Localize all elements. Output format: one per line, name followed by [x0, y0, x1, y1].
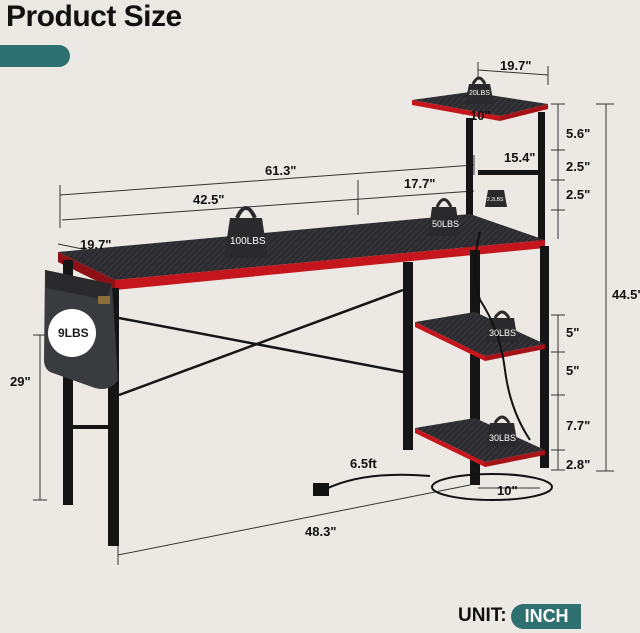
weight-100-label: 100LBS: [230, 236, 266, 247]
dim-2-5-b: 2.5": [566, 187, 591, 202]
power-cable: [313, 231, 553, 501]
dim-bottom-length: 48.3": [305, 524, 337, 539]
dim-15-4: 15.4": [504, 150, 536, 165]
weight-30-upper-label: 30LBS: [489, 328, 517, 338]
dim-5-a: 5": [566, 325, 580, 340]
desk-frame: [63, 246, 549, 546]
weight-20-label: 20LBS: [469, 90, 491, 97]
dim-bottom-shelf-depth: 10": [497, 483, 518, 498]
dim-desk-length: 42.5": [193, 192, 225, 207]
dim-top-width: 19.7": [500, 58, 532, 73]
dim-5-b: 5": [566, 363, 580, 378]
page-title: Product Size: [6, 0, 182, 33]
dim-top-shelf-depth: 10": [470, 108, 491, 123]
unit-value-badge: INCH: [510, 603, 581, 629]
title-accent-tag: [0, 45, 70, 67]
bag-weight-label: 9LBS: [58, 326, 89, 340]
weight-100-icon: [224, 218, 268, 258]
dim-cable: 6.5ft: [350, 456, 377, 471]
lower-shelves: [415, 312, 545, 467]
weight-50-icon: [428, 207, 460, 236]
weight-50-label: 50LBS: [432, 219, 460, 229]
dim-5-6: 5.6": [566, 126, 591, 141]
dim-total-height: 44.5": [612, 287, 640, 302]
weight-2-label: 2.2LBS: [487, 197, 504, 203]
unit-label: UNIT:: [458, 605, 507, 626]
dim-total-length: 61.3": [265, 163, 297, 178]
dim-shelf-length: 17.7": [404, 176, 436, 191]
dim-desk-height: 29": [10, 374, 31, 389]
dim-7-7: 7.7": [566, 418, 591, 433]
weights: [224, 76, 518, 447]
weight-30-lower-label: 30LBS: [489, 433, 517, 443]
dim-2-5-a: 2.5": [566, 159, 591, 174]
storage-bag: [44, 270, 118, 389]
dim-depth: 19.7": [80, 237, 112, 252]
unit-indicator: UNIT: INCH: [458, 603, 581, 629]
weight-20-icon: [465, 84, 494, 104]
weight-30-lower-icon: [486, 423, 518, 447]
weight-2-icon: [485, 190, 507, 207]
dim-2-8: 2.8": [566, 457, 591, 472]
